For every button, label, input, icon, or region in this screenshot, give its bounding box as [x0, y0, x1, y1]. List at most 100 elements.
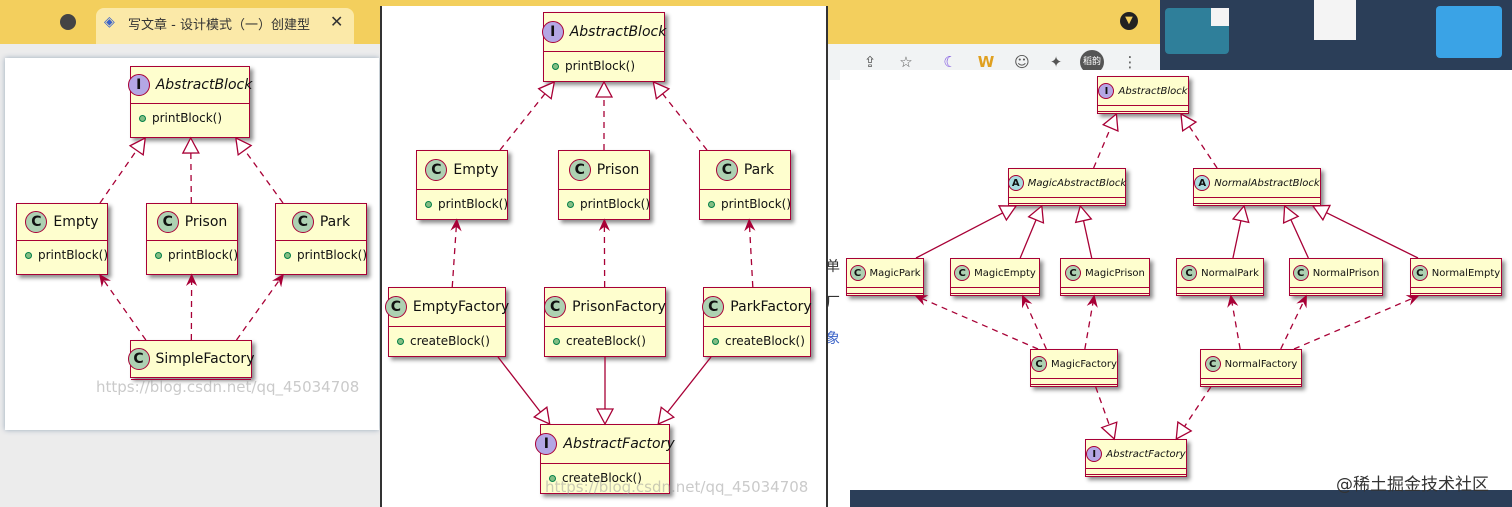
- public-method-icon: [549, 474, 556, 482]
- watermark-a: https://blog.csdn.net/qq_45034708: [96, 378, 360, 396]
- class-name: Empty: [53, 214, 99, 230]
- class-method: printBlock(): [131, 104, 249, 132]
- class-field-separator: [1201, 379, 1301, 385]
- simple-edge-realization-prison-to-abstract-block: [181, 136, 200, 204]
- public-method-icon: [397, 337, 404, 345]
- window-dot[interactable]: [60, 14, 76, 30]
- af-edge-dependency-magic-factory-to-magic-prison: [1084, 294, 1098, 350]
- more-icon[interactable]: ⋮: [1122, 53, 1138, 71]
- interface-spot-icon: I: [1086, 446, 1103, 462]
- desktop-folder-icon[interactable]: [1436, 6, 1502, 58]
- puzzle-icon[interactable]: ✦: [1049, 53, 1063, 71]
- class-method: printBlock(): [700, 190, 791, 218]
- fm-edge-realization-park-to-abstract-block: [652, 80, 708, 151]
- interface-spot-icon: I: [535, 433, 558, 455]
- moon-icon[interactable]: ☾: [943, 53, 957, 71]
- class-method: printBlock(): [559, 190, 651, 218]
- desktop-document-icon[interactable]: [1314, 0, 1356, 40]
- method-label: printBlock(): [438, 197, 509, 211]
- public-method-icon: [284, 251, 291, 259]
- class-method: printBlock(): [417, 190, 509, 218]
- side-text-2: 厂: [826, 295, 840, 311]
- class-field-separator: [1009, 198, 1125, 204]
- w-extension-icon[interactable]: W: [977, 53, 995, 71]
- public-method-icon: [553, 337, 560, 345]
- class-name: AbstractBlock: [155, 77, 253, 93]
- tab-close-button[interactable]: ✕: [330, 12, 344, 31]
- star-icon[interactable]: ☆: [899, 53, 913, 71]
- method-label: createBlock(): [725, 334, 805, 348]
- public-method-icon: [708, 200, 715, 208]
- class-name: MagicPark: [869, 267, 921, 279]
- chevron-down-icon[interactable]: ▼: [1120, 12, 1138, 30]
- af-edge-dependency-normal-factory-to-normal-empty: [1293, 295, 1420, 350]
- side-link-3[interactable]: 象: [826, 331, 840, 347]
- class-field-separator: [1411, 288, 1501, 294]
- af-edge-generalization-normal-park-to-normal-abstract-block: [1231, 204, 1250, 259]
- face-icon[interactable]: ☺: [1014, 53, 1030, 71]
- simple-class-abstract-block[interactable]: I AbstractBlock printBlock(): [127, 66, 253, 138]
- fm-edge-generalization-empty-factory-to-abstract-factory: [497, 356, 551, 426]
- af-edge-realization-normal-factory-to-abstract-factory: [1175, 386, 1212, 441]
- share-icon[interactable]: ⇪: [863, 53, 877, 71]
- class-spot-icon: C: [1204, 356, 1221, 372]
- class-field-separator: [847, 288, 923, 294]
- method-label: printBlock(): [168, 248, 239, 262]
- class-spot-icon: C: [291, 211, 314, 233]
- af-edge-dependency-magic-factory-to-magic-park: [914, 295, 1039, 350]
- method-label: printBlock(): [580, 197, 651, 211]
- watermark-b: https://blog.csdn.net/qq_45034708: [545, 478, 809, 496]
- credit-text: @稀土掘金技术社区: [1336, 475, 1489, 495]
- interface-spot-icon: I: [127, 74, 150, 96]
- class-method: printBlock(): [276, 241, 367, 269]
- fm-edge-dependency-prison-factory-to-prison: [598, 218, 611, 288]
- class-name: Empty: [453, 162, 499, 178]
- public-method-icon: [567, 200, 574, 208]
- browser-tab[interactable]: [96, 8, 354, 44]
- class-name: AbstractBlock: [569, 24, 667, 40]
- method-label: createBlock(): [410, 334, 490, 348]
- method-label: createBlock(): [566, 334, 646, 348]
- method-label: printBlock(): [565, 59, 636, 73]
- class-spot-icon: C: [127, 348, 150, 370]
- class-name: MagicAbstractBlock: [1027, 177, 1127, 189]
- af-edge-generalization-magic-prison-to-magic-abstract-block: [1074, 204, 1093, 259]
- af-edge-generalization-magic-empty-to-magic-abstract-block: [1019, 204, 1045, 259]
- class-spot-icon: C: [1292, 265, 1309, 281]
- af-edge-realization-normal-abstract-block-to-abstract-block: [1180, 112, 1218, 169]
- simple-edge-realization-empty-to-abstract-block: [99, 136, 146, 204]
- class-spot-icon: C: [568, 159, 591, 181]
